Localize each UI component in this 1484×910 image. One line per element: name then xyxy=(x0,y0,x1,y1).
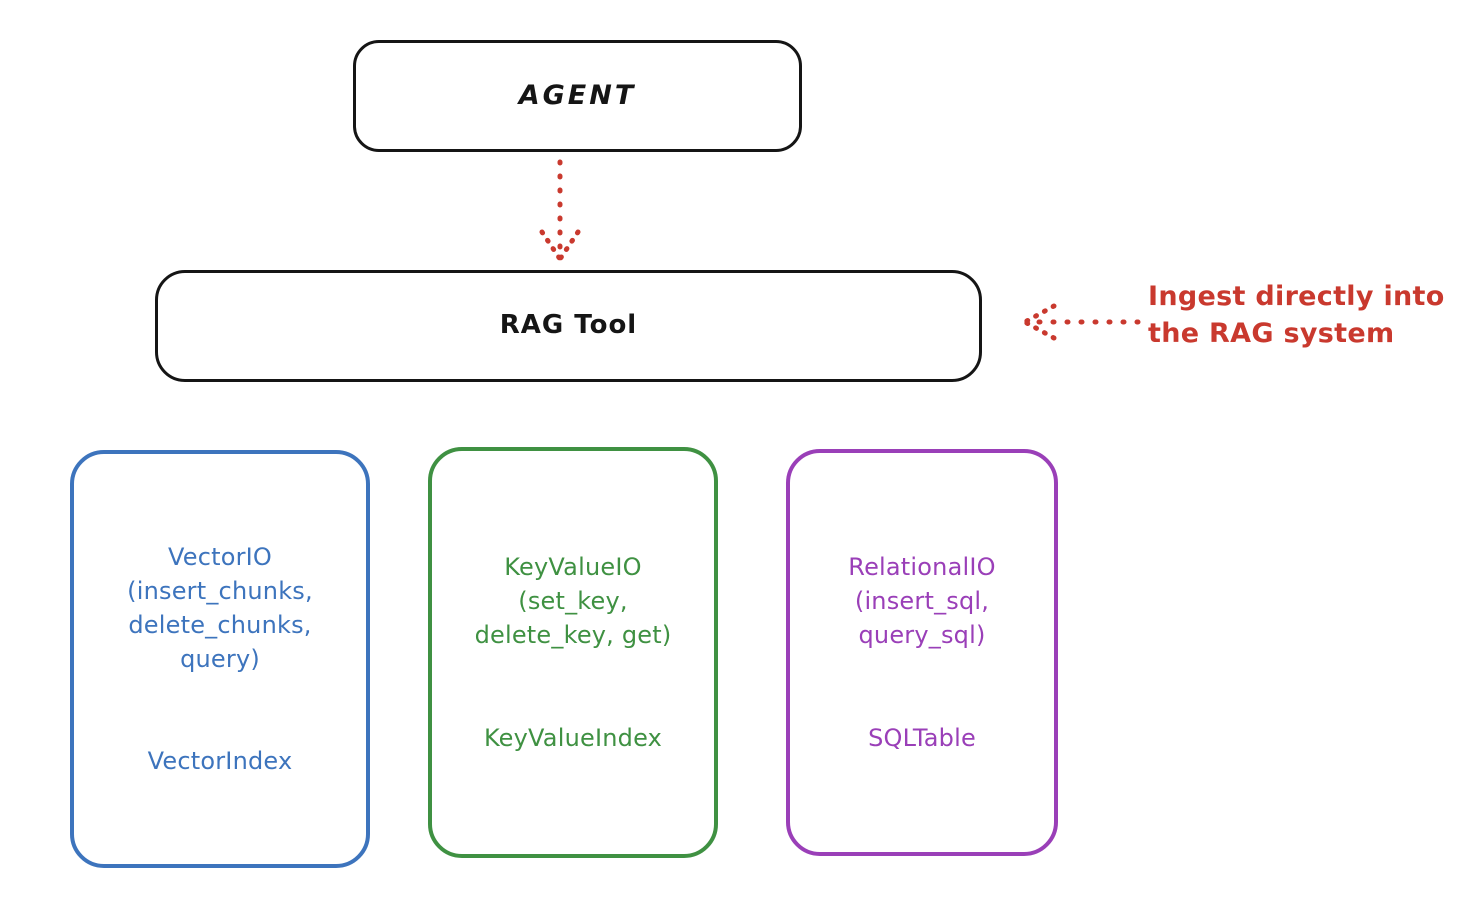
annotation-ingest-directly: Ingest directly into the RAG system xyxy=(1148,281,1445,350)
arrow-agent-to-rag-tool xyxy=(539,159,581,262)
node-rag-tool-label: RAG Tool xyxy=(499,310,638,341)
node-agent-label: AGENT xyxy=(518,80,637,112)
node-key-value-io-label: KeyValueIO (set_key, delete_key, get) Ke… xyxy=(474,553,672,752)
node-key-value-io[interactable]: KeyValueIO (set_key, delete_key, get) Ke… xyxy=(428,447,718,858)
node-relational-io-label: RelationalIO (insert_sql, query_sql) SQL… xyxy=(848,553,996,752)
node-rag-tool[interactable]: RAG Tool xyxy=(155,270,982,382)
arrow-ingest-to-rag-tool xyxy=(1022,303,1141,341)
node-relational-io[interactable]: RelationalIO (insert_sql, query_sql) SQL… xyxy=(786,449,1058,856)
node-vector-io[interactable]: VectorIO (insert_chunks, delete_chunks, … xyxy=(70,450,370,868)
node-vector-io-label: VectorIO (insert_chunks, delete_chunks, … xyxy=(127,542,313,776)
node-agent[interactable]: AGENT xyxy=(353,40,802,152)
